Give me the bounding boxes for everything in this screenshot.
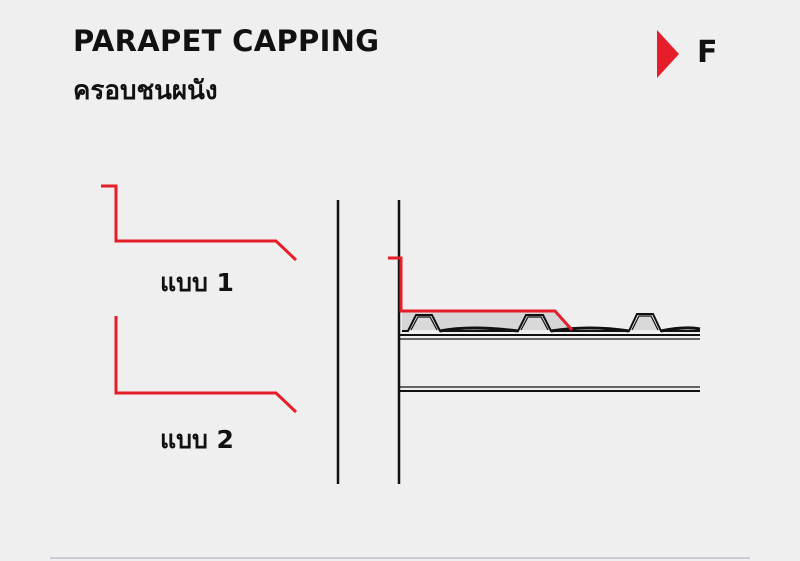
type-2-label: แบบ 2 xyxy=(160,425,234,454)
page-title: PARAPET CAPPING xyxy=(73,24,380,58)
type-1-label: แบบ 1 xyxy=(160,268,234,297)
footer-divider xyxy=(50,557,750,559)
section-marker: F xyxy=(657,30,727,80)
metal-sheet-inner xyxy=(410,315,659,331)
metal-sheet-profile xyxy=(402,313,700,332)
installed-capping xyxy=(388,256,574,332)
sealant-strip xyxy=(439,326,701,333)
triangle-marker-icon xyxy=(657,30,679,78)
profile-type-2 xyxy=(114,316,298,414)
section-letter: F xyxy=(697,35,718,70)
page-subtitle: ครอบชนผนัง xyxy=(73,76,218,106)
profile-type-1 xyxy=(101,184,298,262)
